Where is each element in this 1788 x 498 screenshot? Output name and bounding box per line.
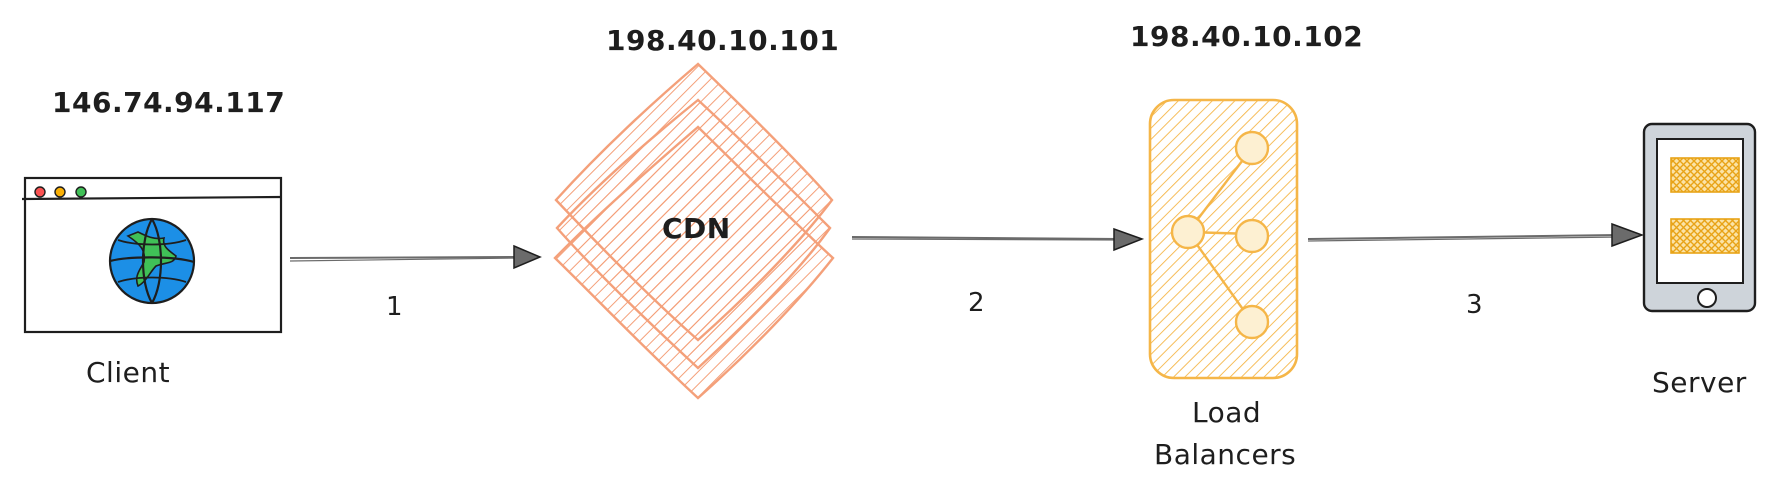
- window-maximize-dot-icon: [75, 186, 87, 198]
- arrow-load-balancer-to-server: [1307, 222, 1645, 248]
- cdn-diamond-front: [554, 62, 834, 342]
- load-balancer-name-line2: Balancers: [1154, 438, 1297, 471]
- device-home-button-icon: [1697, 288, 1717, 308]
- edge-label-3: 3: [1466, 290, 1484, 320]
- load-balancer-name-line1: Load: [1192, 396, 1262, 429]
- tile-bottom-hatch: [1671, 219, 1739, 253]
- client-name-label: Client: [86, 356, 171, 389]
- tile-top-hatch: [1671, 158, 1739, 192]
- window-minimize-dot-icon: [54, 186, 66, 198]
- arrow-cdn-to-load-balancer: [851, 227, 1145, 252]
- cdn-node: [553, 62, 835, 400]
- cdn-ip-label: 198.40.10.101: [606, 24, 840, 57]
- client-node: [21, 176, 283, 334]
- browser-titlebar-divider: [21, 195, 282, 201]
- cdn-name-label: CDN: [662, 212, 731, 245]
- load-balancer-ip-label: 198.40.10.102: [1130, 20, 1364, 53]
- window-close-dot-icon: [34, 186, 46, 198]
- arrow-client-to-cdn: [289, 244, 542, 270]
- edge-label-1: 1: [386, 292, 404, 322]
- load-balancer-node: [1148, 98, 1299, 380]
- edge-label-2: 2: [968, 288, 986, 318]
- globe-icon: [108, 217, 196, 305]
- network-branch-icon: [1170, 130, 1270, 340]
- arrowhead-icon: [513, 244, 542, 270]
- server-name-label: Server: [1652, 366, 1747, 399]
- arrowhead-icon: [1611, 222, 1645, 248]
- load-balancer-box: [1148, 98, 1299, 380]
- arrowhead-icon: [1113, 227, 1145, 252]
- server-node: [1642, 122, 1757, 313]
- client-ip-label: 146.74.94.117: [52, 86, 286, 119]
